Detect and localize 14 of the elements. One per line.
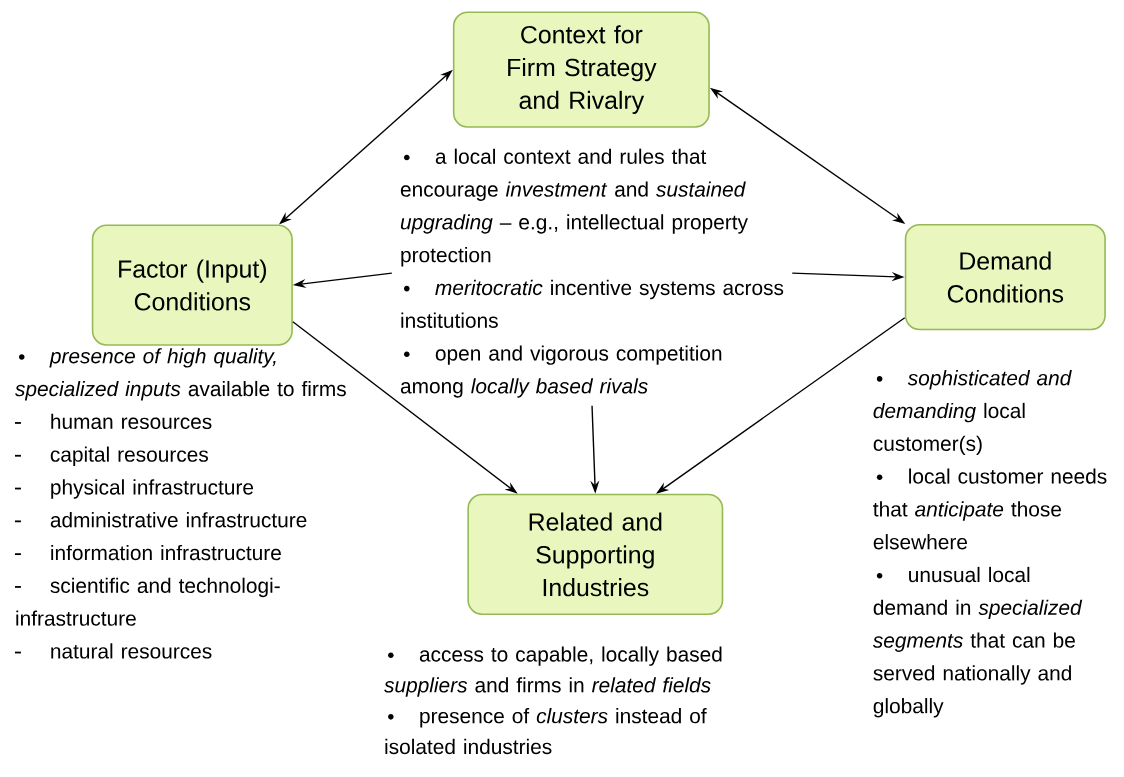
process-box: Related and Supporting Industries [467,493,724,616]
bullet-item: presence of clusters instead of isolated industries [385,708,707,755]
list-item: physical infrastructure [14,479,254,499]
process-box: Factor (Input) Conditions [91,224,293,346]
list-item: natural resources [14,643,212,659]
process-box: Context for Firm Strategy and Rivalry [452,11,710,128]
list-item: administrative infrastructure [14,512,307,528]
bullet-item: sophisticated and demanding local customer(s) [873,370,1072,456]
bullet-item: unusual local demand in specialized segments that can be served nationally and globally [872,566,1083,718]
process-box: Demand Conditions [904,224,1106,331]
list-item: capital resources [14,446,208,467]
bullet-item: open and vigorous competition among locally based rivals [400,345,722,398]
list-item: information infrastructure [14,544,281,561]
list-item: human resources [14,413,212,430]
